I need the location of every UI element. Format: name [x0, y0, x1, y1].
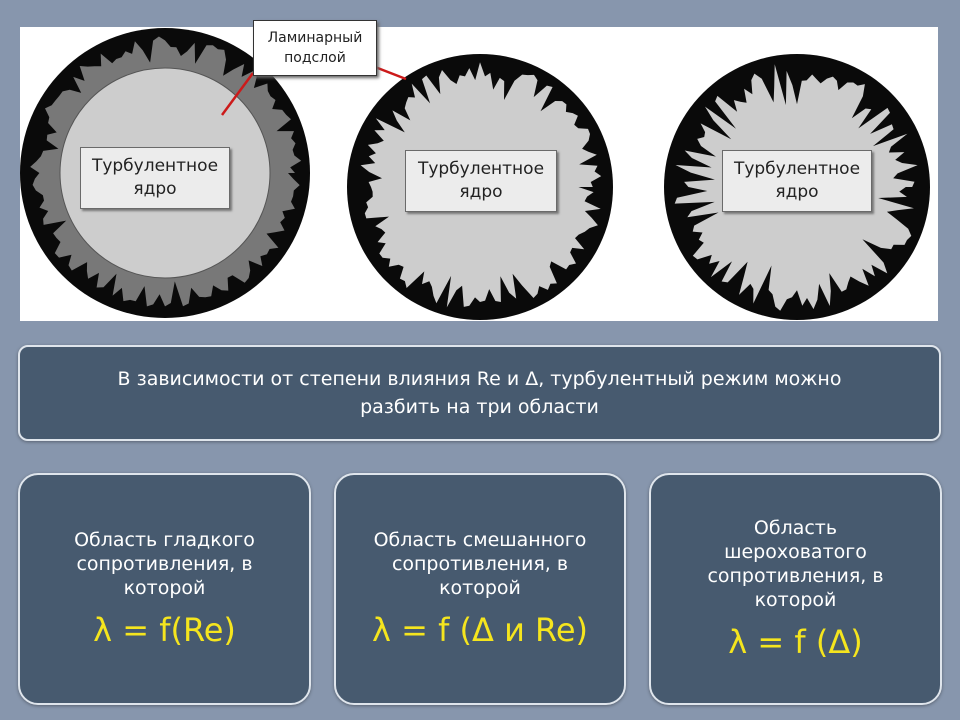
mixed-resistance-region-box: Область смешанного сопротивления, в кото… [334, 473, 626, 705]
core-label-1-line1: Турбулентное [91, 156, 219, 176]
region-2-line1: Область смешанного [373, 529, 587, 551]
intro-line1: В зависимости от степени влияния Re и Δ,… [117, 368, 842, 390]
intro-text-box: В зависимости от степени влияния Re и Δ,… [18, 345, 941, 441]
region-1-line1: Область гладкого [74, 529, 255, 551]
region-3-formula: λ = f (Δ) [728, 623, 863, 661]
pipe-cross-section-figure: Турбулентное ядро Турбулентное ядро Турб… [20, 27, 938, 321]
region-3-line2: шероховатого [724, 541, 867, 563]
intro-line2: разбить на три области [360, 396, 599, 418]
smooth-resistance-region-box: Область гладкого сопротивления, в которо… [18, 473, 311, 705]
region-3-line1: Область [753, 517, 838, 539]
region-2-formula: λ = f (Δ и Re) [371, 611, 588, 649]
region-1-line2: сопротивления, в [76, 553, 253, 575]
core-label-1: Турбулентное ядро [80, 147, 230, 209]
laminar-sublayer-callout: Ламинарный подслой [253, 20, 377, 76]
region-2-line2: сопротивления, в [391, 553, 569, 575]
core-label-3: Турбулентное ядро [722, 150, 872, 212]
callout-line2: подслой [284, 50, 346, 66]
region-1-line3: которой [123, 577, 206, 599]
region-3-line4: которой [754, 589, 837, 611]
region-3-line3: сопротивления, в [707, 565, 884, 587]
core-label-2-line1: Турбулентное [417, 159, 545, 179]
callout-pointer-right [374, 65, 407, 81]
region-1-formula: λ = f(Re) [93, 611, 236, 649]
callout-line1: Ламинарный [267, 30, 363, 46]
callout-pointer-left [220, 72, 255, 116]
core-label-2-line2: ядро [459, 182, 503, 202]
core-label-1-line2: ядро [133, 179, 177, 199]
region-2-line3: которой [439, 577, 521, 599]
core-label-2: Турбулентное ядро [405, 150, 557, 212]
core-label-3-line2: ядро [775, 182, 819, 202]
rough-resistance-region-box: Область шероховатого сопротивления, в ко… [649, 473, 942, 705]
core-label-3-line1: Турбулентное [733, 159, 861, 179]
